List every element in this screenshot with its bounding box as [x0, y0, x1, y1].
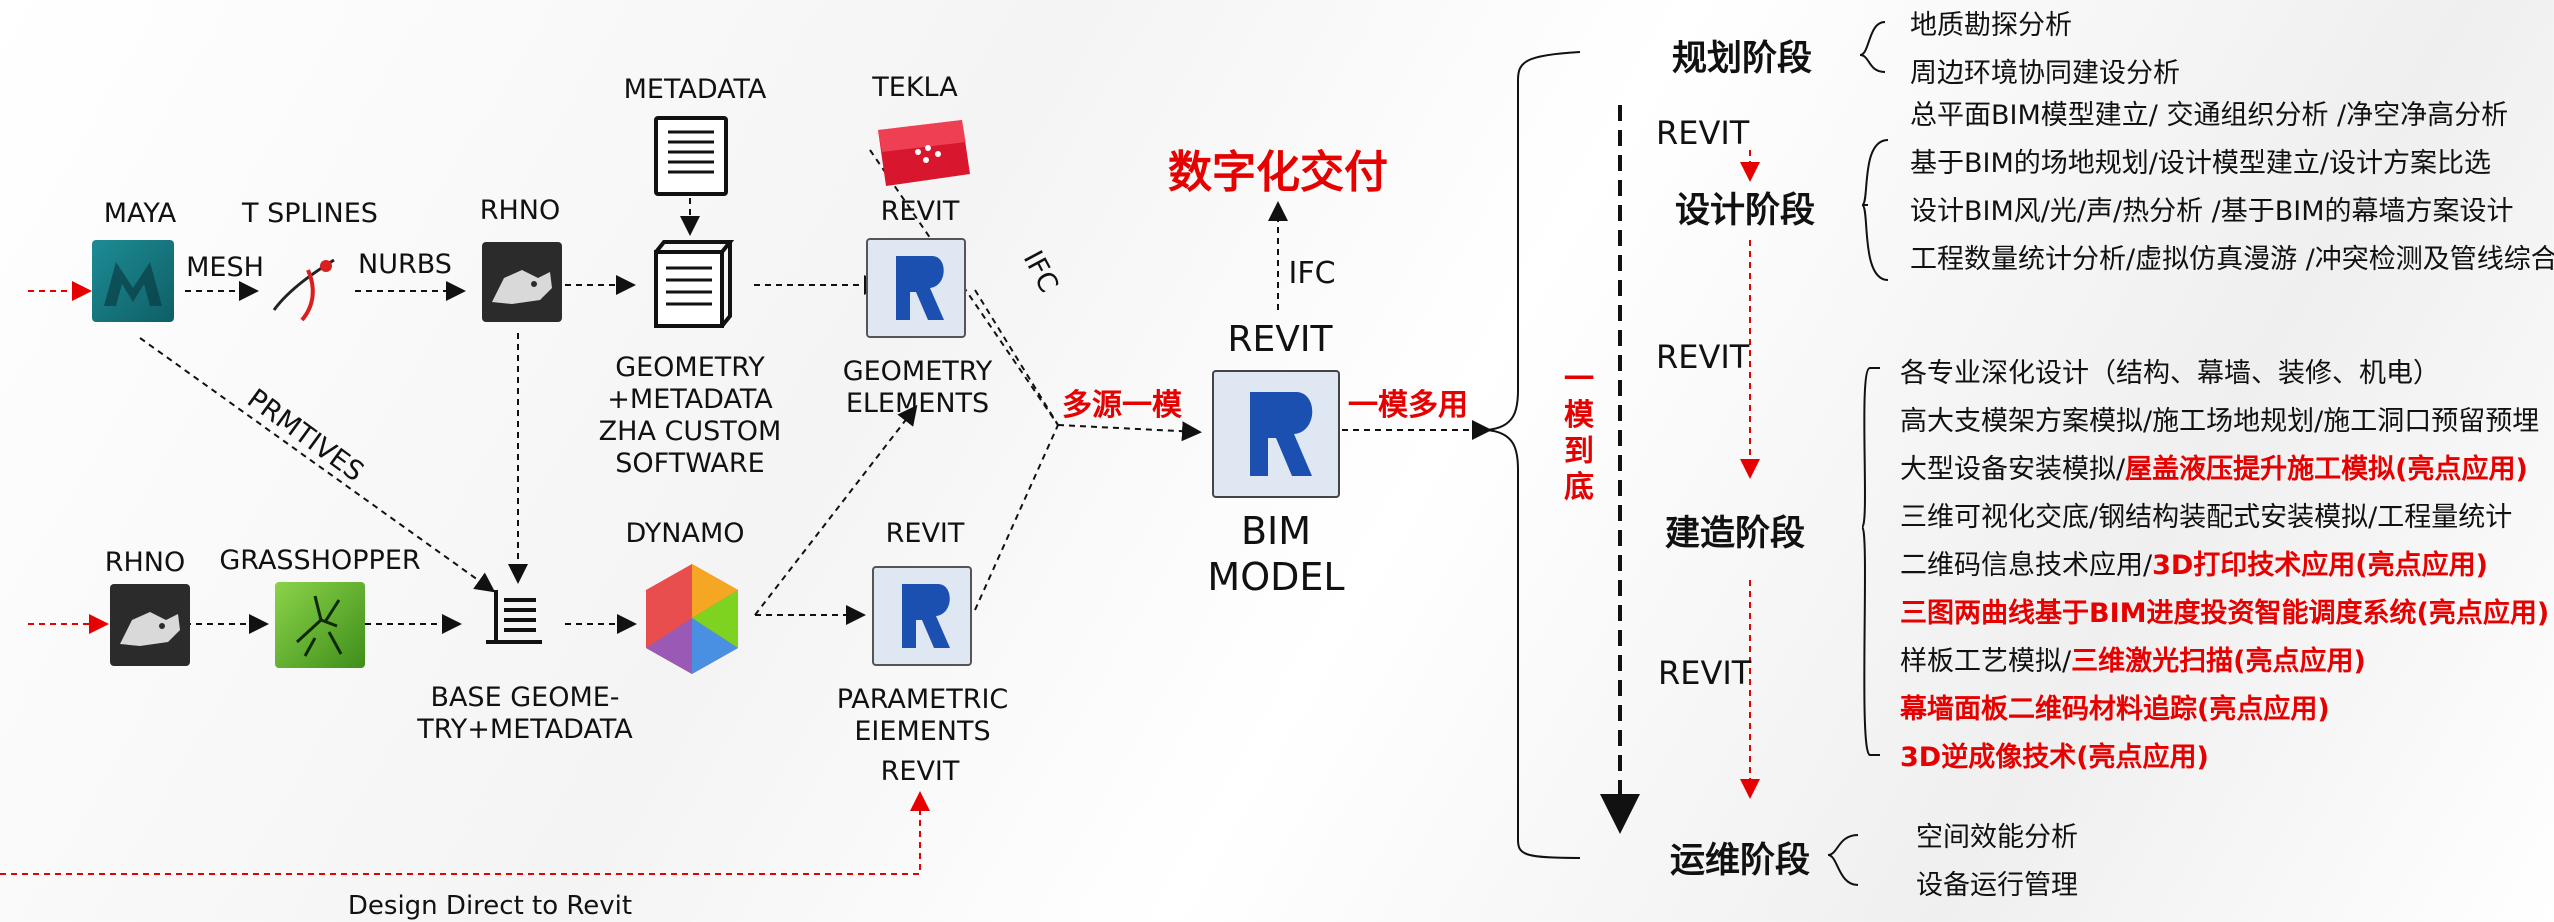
revit-icon-bottom — [872, 566, 972, 666]
grasshopper-label: GRASSHOPPER — [219, 545, 421, 576]
tekla-label: TEKLA — [872, 72, 958, 103]
rhino-icon-top — [482, 242, 562, 322]
bim-model-revit-icon — [1212, 370, 1340, 498]
dynamo-label: DYNAMO — [625, 518, 745, 549]
maya-icon — [92, 240, 174, 322]
center-revit-label: REVIT — [1227, 319, 1333, 360]
nurbs-label: NURBS — [358, 249, 452, 280]
construction-highlight-item: 三图两曲线基于BIM进度投资智能调度系统(亮点应用) — [1900, 598, 2550, 629]
metadata-label: METADATA — [623, 74, 767, 105]
design-item: 设计BIM风/光/声/热分析 /基于BIM的幕墙方案设计 — [1910, 196, 2514, 227]
geometry-metadata-box-icon — [642, 238, 738, 334]
design-item: 基于BIM的场地规划/设计模型建立/设计方案比选 — [1910, 148, 2491, 179]
design-item: 总平面BIM模型建立/ 交通组织分析 /净空净高分析 — [1910, 100, 2509, 131]
rhno-top-label: RHNO — [479, 195, 561, 226]
design-direct-label: Design Direct to Revit — [347, 891, 633, 921]
revit-side-label-1: REVIT — [1656, 114, 1750, 152]
planning-item: 周边环境协同建设分析 — [1910, 58, 2180, 89]
construction-item: 各专业深化设计（结构、幕墙、装修、机电） — [1900, 358, 2440, 389]
rhno-bottom-label: RHNO — [104, 547, 186, 578]
construction-item: 三维可视化交底/钢结构装配式安装模拟/工程量统计 — [1900, 502, 2513, 533]
construction-highlight: 3D打印技术应用(亮点应用) — [2152, 550, 2488, 581]
revit-side-label-2: REVIT — [1656, 338, 1750, 376]
construction-item-text: 二维码信息技术应用/ — [1900, 550, 2153, 581]
operation-item: 设备运行管理 — [1916, 870, 2078, 901]
geometry-metadata-label: GEOMETRY +METADATA ZHA CUSTOM SOFTWARE — [598, 352, 782, 479]
planning-item: 地质勘探分析 — [1910, 10, 2072, 41]
tekla-icon — [870, 112, 978, 190]
construction-item-text: 样板工艺模拟/ — [1900, 646, 2072, 677]
rhino-icon-bottom — [110, 584, 190, 666]
construction-highlight-item: 幕墙面板二维码材料追踪(亮点应用) — [1900, 694, 2330, 725]
construction-item: 样板工艺模拟/三维激光扫描(亮点应用) — [1900, 644, 2366, 680]
tsplines-label: T SPLINES — [242, 198, 378, 229]
stage-design-title: 设计阶段 — [1675, 191, 1816, 231]
metadata-document-icon — [654, 116, 728, 196]
construction-highlight: 三维激光扫描(亮点应用) — [2071, 646, 2366, 677]
grasshopper-icon — [275, 582, 365, 668]
multi-source-label: 多源一模 — [1062, 388, 1182, 423]
design-item: 工程数量统计分析/虚拟仿真漫游 /冲突检测及管线综合 — [1910, 244, 2554, 275]
base-geometry-label: BASE GEOME- TRY+METADATA — [417, 682, 633, 745]
construction-item: 二维码信息技术应用/3D打印技术应用(亮点应用) — [1900, 548, 2488, 584]
one-model-to-end-label: 一模到底 — [1564, 362, 1594, 505]
parametric-elements-label: PARAMETRIC EIEMENTS — [836, 684, 1009, 747]
operation-item: 空间效能分析 — [1916, 822, 2078, 853]
construction-highlight: 屋盖液压提升施工模拟(亮点应用) — [2125, 454, 2528, 485]
mesh-label: MESH — [186, 252, 264, 283]
stage-planning-title: 规划阶段 — [1672, 39, 1813, 79]
center-ifc-label: IFC — [1288, 256, 1336, 291]
base-geometry-icon — [478, 580, 550, 652]
revit-bottom-label: REVIT — [880, 756, 960, 787]
revit-top-label: REVIT — [880, 196, 960, 227]
dynamo-icon — [640, 560, 744, 678]
revit-mid-label: REVIT — [885, 518, 965, 549]
construction-item-text: 大型设备安装模拟/ — [1900, 454, 2126, 485]
one-model-multi-use-label: 一模多用 — [1348, 388, 1468, 423]
construction-item: 高大支模架方案模拟/施工场地规划/施工洞口预留预埋 — [1900, 406, 2540, 437]
digital-delivery-label: 数字化交付 — [1168, 147, 1388, 198]
revit-icon-top — [866, 238, 966, 338]
maya-label: MAYA — [103, 198, 177, 229]
bim-model-label: BIM MODEL — [1207, 509, 1345, 599]
stage-construction-title: 建造阶段 — [1665, 514, 1806, 554]
construction-item: 大型设备安装模拟/屋盖液压提升施工模拟(亮点应用) — [1900, 452, 2528, 488]
geometry-elements-label: GEOMETRY ELEMENTS — [842, 356, 993, 419]
tsplines-icon — [268, 248, 340, 326]
revit-side-label-3: REVIT — [1658, 654, 1752, 692]
stage-operation-title: 运维阶段 — [1670, 841, 1811, 881]
construction-highlight-item: 3D逆成像技术(亮点应用) — [1900, 742, 2209, 773]
